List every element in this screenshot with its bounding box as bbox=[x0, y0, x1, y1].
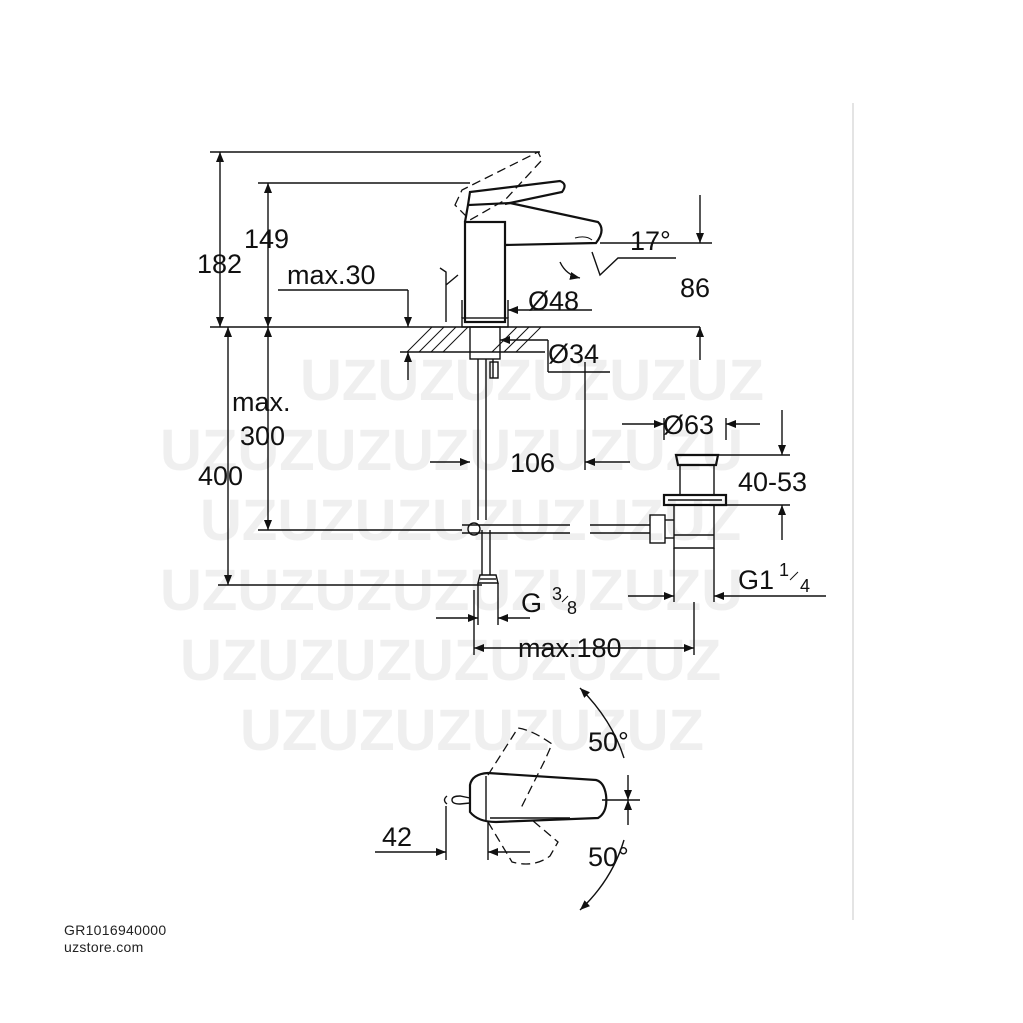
dim-waste-thread-main: G1 bbox=[738, 565, 774, 595]
product-code-caption: GR1016940000 bbox=[64, 922, 166, 938]
dim-supply-height: 400 bbox=[198, 461, 243, 491]
dim-max-deck-thickness: max.30 bbox=[287, 260, 376, 290]
svg-text:UZUZUZUZUZUZUZ: UZUZUZUZUZUZUZ bbox=[200, 488, 741, 553]
waste-valve bbox=[649, 453, 728, 602]
dim-waste-thread: G1 1 4 bbox=[738, 560, 810, 596]
dim-lever-angle-back: 50° bbox=[588, 727, 629, 757]
dim-supply-thread-main: G bbox=[521, 588, 542, 618]
dim-max-projection: max.180 bbox=[518, 633, 622, 663]
dim-spout-reach-height: 86 bbox=[680, 273, 710, 303]
dim-spout-height: 149 bbox=[244, 224, 289, 254]
store-site-caption: uzstore.com bbox=[64, 939, 144, 955]
dim-spout-angle: 17° bbox=[630, 226, 671, 256]
dim-lever-angle-front: 50° bbox=[588, 842, 629, 872]
svg-text:UZUZUZUZUZUZ: UZUZUZUZUZUZ bbox=[240, 698, 704, 763]
dim-base-diameter: Ø48 bbox=[528, 286, 579, 316]
dim-max-tail-length-value: 300 bbox=[240, 421, 285, 451]
faucet-plan-view bbox=[443, 727, 608, 865]
faucet-elevation bbox=[439, 151, 650, 625]
dimension-lines bbox=[210, 151, 826, 911]
dim-supply-thread: G 3 8 bbox=[521, 584, 577, 618]
dim-overall-height: 182 bbox=[197, 249, 242, 279]
deck-surface bbox=[210, 326, 700, 353]
dim-waste-thread-sup: 1 bbox=[779, 560, 789, 580]
svg-text:UZUZUZUZUZUZ: UZUZUZUZUZUZ bbox=[300, 348, 764, 413]
dim-pop-up-offset: 106 bbox=[510, 448, 555, 478]
dim-hole-diameter: Ø34 bbox=[548, 339, 599, 369]
svg-text:UZUZUZUZUZUZUZU: UZUZUZUZUZUZUZU bbox=[160, 558, 743, 623]
dim-supply-thread-sub: 8 bbox=[567, 598, 577, 618]
dim-plan-offset: 42 bbox=[382, 822, 412, 852]
dim-supply-thread-sup: 3 bbox=[552, 584, 562, 604]
dim-waste-thread-sub: 4 bbox=[800, 576, 810, 596]
background-watermark-pattern: UZUZUZUZUZUZ UZUZUZUZUZUZUZU UZUZUZUZUZU… bbox=[160, 348, 764, 763]
svg-text:UZUZUZUZUZUZUZU: UZUZUZUZUZUZUZU bbox=[160, 418, 743, 483]
dim-waste-diameter: Ø63 bbox=[663, 410, 714, 440]
svg-text:UZUZUZUZUZUZUZ: UZUZUZUZUZUZUZ bbox=[180, 628, 721, 693]
dim-max-tail-length-label: max. bbox=[232, 387, 291, 417]
dim-basin-thickness-range: 40-53 bbox=[738, 467, 807, 497]
